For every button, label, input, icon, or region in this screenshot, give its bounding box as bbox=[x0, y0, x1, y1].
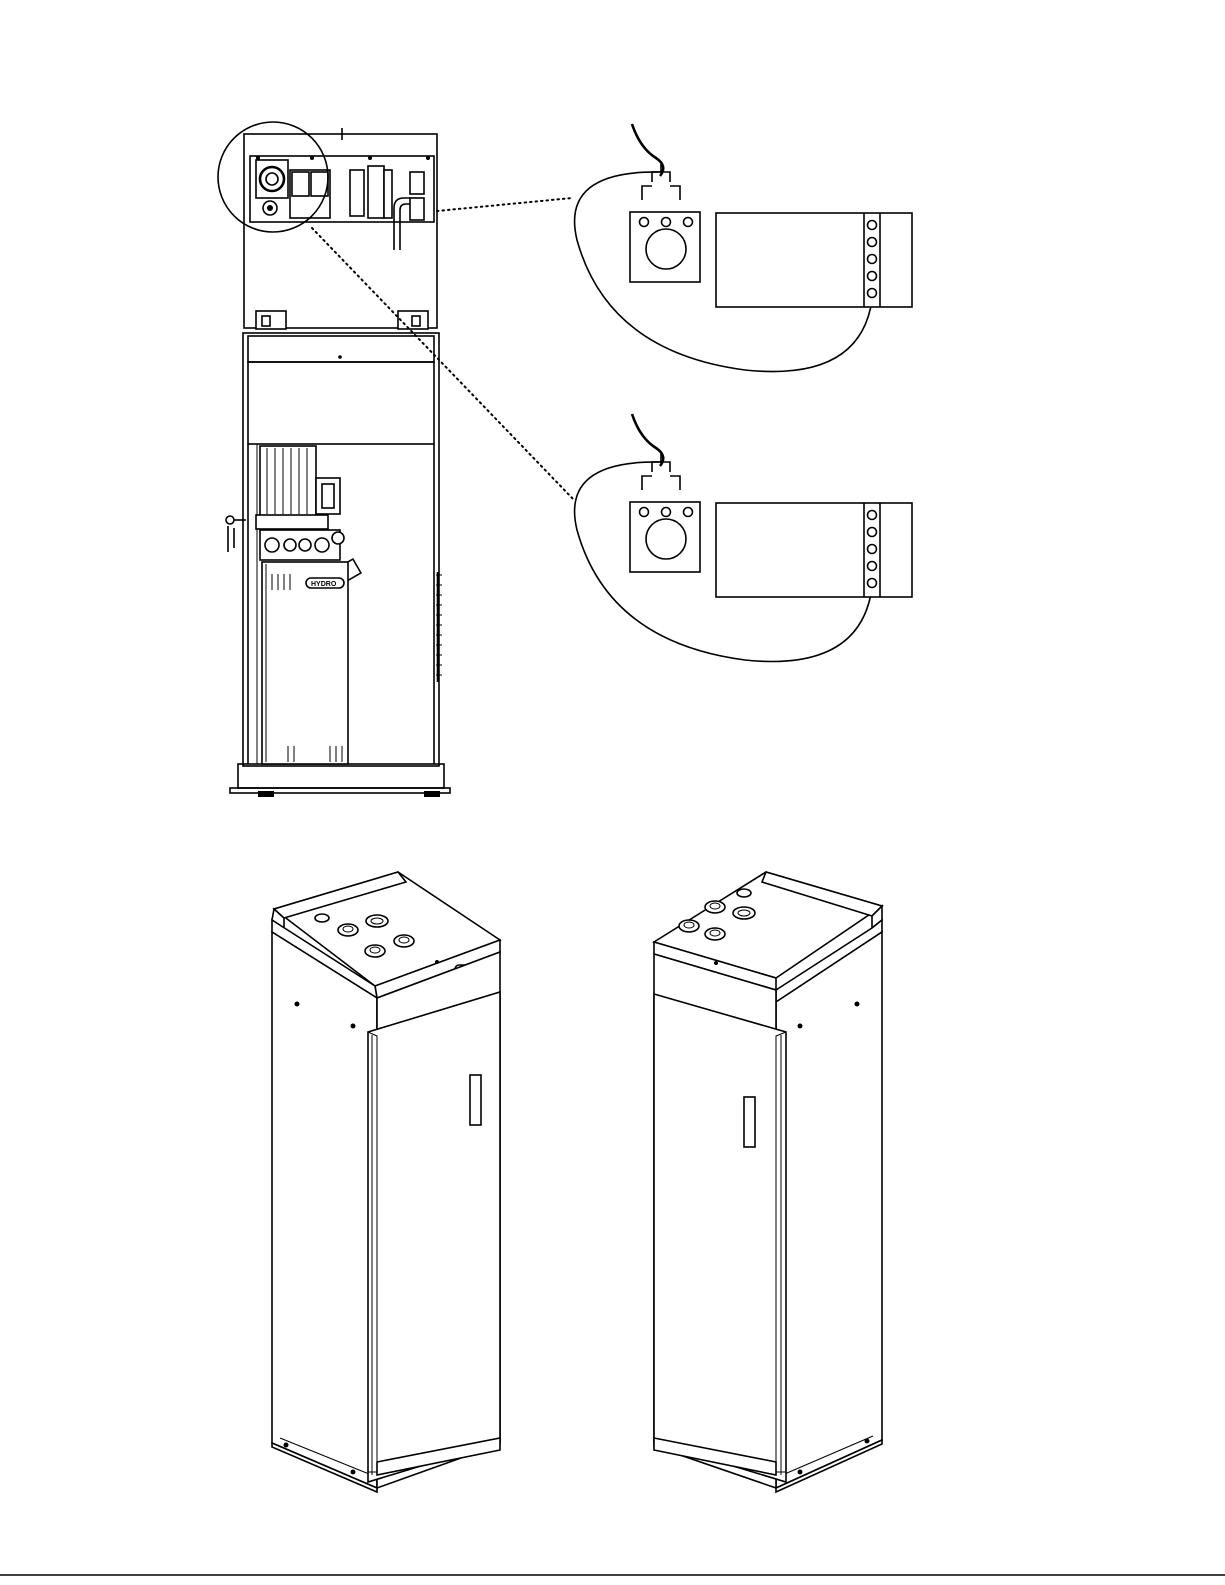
cooling-fins bbox=[436, 572, 442, 682]
cabinet-isometric-right bbox=[654, 872, 882, 1492]
cabinet-elevation-view: HYDRO bbox=[218, 122, 574, 797]
leader-line-lower bbox=[312, 228, 574, 500]
brand-plate-label: HYDRO bbox=[311, 581, 337, 588]
cabinet-isometric-left bbox=[272, 872, 500, 1492]
wiring-detail-lower bbox=[575, 414, 912, 662]
control-box-housing bbox=[244, 128, 437, 329]
motor-pump-assembly: HYDRO bbox=[256, 446, 361, 764]
leader-line-upper bbox=[437, 198, 572, 211]
wiring-detail-upper bbox=[575, 124, 912, 372]
